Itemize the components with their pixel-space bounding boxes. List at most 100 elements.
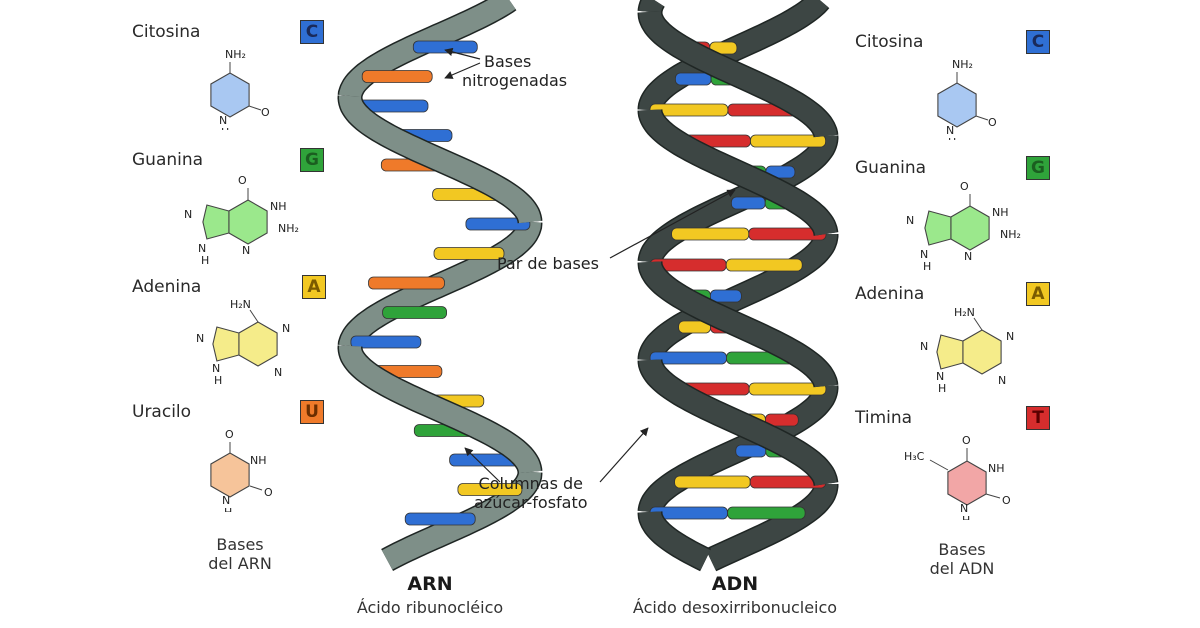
strand-segment	[706, 484, 837, 570]
molecule-atom-label: NH	[270, 200, 287, 213]
annotation-bases-nitrogenadas: Bases nitrogenadas	[462, 52, 568, 90]
dna-base-adenine	[709, 41, 738, 55]
molecule-atom-label: O	[264, 486, 273, 499]
dna-bases-caption: Bases del ADN	[929, 540, 995, 578]
molecule-ring	[210, 72, 250, 118]
rna-base-adenine	[433, 247, 505, 260]
molecule-atom-label: NH₂	[278, 222, 299, 235]
strand-segment	[639, 109, 837, 236]
molecule-ring	[962, 329, 1002, 375]
dna-badge-cytosine: C	[1026, 30, 1050, 54]
dna-base-adenine	[750, 134, 826, 148]
cytosine-molecule-dna: NH₂ NH O	[937, 58, 997, 140]
molecule-ring	[924, 210, 952, 246]
rna-bases-caption: Bases del ARN	[208, 535, 272, 573]
molecule-atom-label: H	[923, 260, 931, 271]
dna-base-guanine	[727, 506, 806, 520]
rna-base-uracil	[368, 276, 445, 290]
molecule-atom-label: NH	[988, 462, 1005, 475]
rna-base-uracil	[361, 70, 433, 83]
dna-base-name-thymine: Timina	[855, 408, 913, 428]
molecule-ring	[238, 321, 278, 367]
dna-backbone-front	[637, 11, 839, 572]
molecule-atom-label: H	[948, 136, 956, 140]
dna-base-cytosine	[710, 289, 742, 303]
dna-base-adenine	[725, 258, 803, 272]
rna-subtitle: Ácido ribunocléico	[356, 598, 504, 617]
molecule-atom-label: N	[274, 366, 282, 379]
molecule-atom-label: O	[261, 106, 270, 119]
rna-title-block: ARN Ácido ribunocléico	[320, 573, 540, 617]
dna-badge-thymine: T	[1026, 406, 1050, 430]
molecule-atom-label: O	[988, 116, 997, 129]
molecule-atom-label: N	[184, 208, 192, 221]
rna-backbone-front	[337, 95, 543, 474]
annotation-arrows	[444, 47, 736, 483]
strand-segment	[639, 0, 664, 14]
rna-base-adenine	[457, 483, 523, 496]
dna-base-adenine	[671, 227, 750, 241]
arrow-bases-2	[444, 62, 481, 79]
cytosine-molecule-rna: NH₂ NH O	[210, 48, 270, 130]
dna-title: ADN	[711, 573, 759, 595]
rna-badge-adenine: A	[302, 275, 326, 299]
molecule-atom-label: H	[224, 506, 232, 512]
molecule-atom-label: N	[1006, 330, 1014, 343]
molecule-atom-label: N	[964, 250, 972, 263]
molecule-atom-label: N	[920, 340, 928, 353]
molecule-ring	[937, 82, 977, 128]
rna-badge-cytosine: C	[300, 20, 324, 44]
strand-segment	[338, 95, 541, 224]
rna-base-cytosine	[465, 217, 531, 231]
arrow-bases-1	[444, 47, 481, 60]
molecule-atom-label: N	[920, 248, 928, 261]
arrow-columnas-dna	[599, 427, 649, 483]
molecule-ring	[947, 460, 987, 506]
rna-base-cytosine	[350, 335, 422, 349]
molecule-atom-label: NH	[992, 206, 1009, 219]
dna-base-cytosine	[731, 196, 766, 210]
rna-title: ARN	[407, 573, 453, 595]
strand-segment	[339, 0, 516, 98]
rna-base-guanine	[382, 306, 448, 319]
molecule-atom-label: NH	[250, 454, 267, 467]
molecule-atom-label: N	[936, 370, 944, 383]
molecule-ring	[202, 204, 230, 240]
rna-base-name-adenine: Adenina	[132, 277, 202, 297]
molecule-atom-label: N	[222, 494, 230, 507]
molecule-atom-label: H₂N	[954, 306, 975, 319]
dna-subtitle: Ácido desoxirribonucleico	[632, 598, 838, 617]
rna-base-name-uracil: Uracilo	[132, 402, 192, 422]
molecule-atom-label: NH₂	[225, 48, 246, 61]
uracil-molecule: O NH NH O	[210, 428, 273, 512]
rna-badge-guanine: G	[300, 148, 324, 172]
strand-segment	[639, 511, 711, 570]
molecule-atom-label: H	[214, 374, 222, 387]
strand-segment	[639, 11, 837, 138]
molecule-atom-label: H	[221, 126, 229, 130]
molecule-atom-label: N	[946, 124, 954, 137]
dna-base-adenine	[748, 382, 827, 396]
molecule-atom-label: O	[225, 428, 234, 441]
dna-badge-adenine: A	[1026, 282, 1050, 306]
strand-segment	[639, 359, 837, 486]
rna-base-cytosine	[404, 512, 476, 526]
arrow-columnas-rna	[464, 447, 501, 483]
molecule-atom-label: NH₂	[952, 58, 973, 71]
molecule-atom-label: NH₂	[1000, 228, 1021, 241]
molecule-atom-label: H₂N	[230, 298, 251, 311]
molecule-atom-label: H₃C	[904, 450, 925, 463]
molecule-atom-label: H	[201, 254, 209, 265]
molecule-atom-label: N	[198, 242, 206, 255]
molecule-atom-label: H	[962, 514, 970, 520]
molecule-atom-label: H	[938, 382, 946, 395]
strand-segment	[338, 345, 541, 474]
molecule-atom-label: N	[219, 114, 227, 127]
molecule-atom-label: N	[212, 362, 220, 375]
dna-title-block: ADN Ácido desoxirribonucleico	[590, 573, 880, 617]
molecule-atom-label: O	[960, 180, 969, 193]
